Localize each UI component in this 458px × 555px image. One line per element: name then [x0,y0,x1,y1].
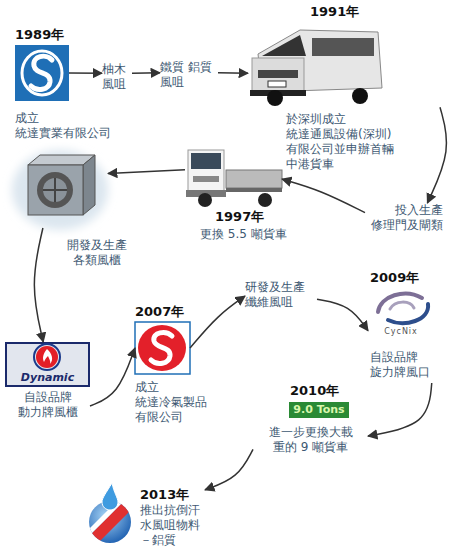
company-logo-red [135,322,190,374]
van-illustration [258,70,298,78]
year-heading: 2009年 [370,270,440,286]
fan-cabinet-illustration [83,155,95,215]
cycnix-brand-logo [388,304,428,323]
van-illustration [312,38,374,56]
step: 鐵質 鋁質 風咀 [160,60,218,92]
cycnix-brand-logo [378,294,428,324]
dynamic-brand-logo [36,346,58,368]
milestone: 1989年成立 統達實業有限公司 [15,45,69,101]
milestone: 2010年進一步更換大載 重的 9 噸貨車 [253,383,368,461]
brand-wordmark: CycNix [370,327,432,337]
dynamic-brand-logo [6,343,89,386]
flow-arrow [427,107,446,203]
fan-cabinet-illustration [43,178,67,202]
van-illustration [252,58,304,92]
flow-arrow [90,348,135,406]
milestone: 2013年推出抗倒汗 水風咀物料 －鋁質 [85,483,205,551]
step-text: 推出抗倒汗 水風咀物料 －鋁質 [140,503,208,548]
flow-arrow [190,296,245,348]
cycnix-brand-logo [378,294,422,312]
year-heading: 2010年 [290,383,350,399]
flow-arrow [108,170,185,174]
step-text: 柚木 風咀 [102,62,132,92]
year-heading: 2013年 [140,487,200,503]
step-text: 開發及生產 各類風櫃 [60,238,134,268]
flow-arrow [317,299,368,331]
step-text: 成立 統達冷氣製品 有限公司 [135,380,225,425]
step-text: 自設品牌 旋力牌風口 [370,350,442,380]
milestone: 1997年更換 5.5 噸貨車 [185,145,282,207]
flow-arrow [69,72,102,74]
year-heading: 1991年 [310,4,380,20]
company-logo-blue [15,45,69,101]
truck-illustration [188,150,224,194]
year-heading: 1989年 [15,27,85,43]
company-logo-red [135,322,190,374]
year-heading: 1997年 [215,209,275,225]
brand-wordmark: Dynamic [10,371,85,384]
fan-cabinet-illustration [37,172,73,208]
van-illustration [267,90,283,106]
flow-arrow [205,449,253,490]
milestone: 1991年於深圳成立 統達通風設備(深圳) 有限公司並申辦首輛 中港貨車 [248,22,440,177]
van-illustration [250,30,382,106]
dynamic-brand-logo [43,349,52,364]
truck-illustration [198,193,212,207]
step: 開發及生產 各類風櫃 [15,150,108,228]
tonnage-badge: 9.0 Tons [289,402,349,418]
fan-cabinet-illustration [28,165,83,215]
year-heading: 2007年 [135,304,205,320]
van-illustration [262,35,306,56]
globe-logo [85,483,134,548]
truck-illustration [191,153,221,169]
flow-arrow [34,228,43,342]
flow-arrow [132,72,160,74]
step-text: 進一步更換大載 重的 9 噸貨車 [258,425,363,455]
flow-arrow [282,179,365,213]
step: 投入生產 修理門及閘類 [365,203,443,235]
step-text: 成立 統達實業有限公司 [15,111,125,141]
van-illustration [352,88,368,104]
fan-cabinet-illustration [12,150,108,230]
globe-logo [102,483,118,510]
fan-cabinet-illustration [12,150,108,230]
fan-cabinet-illustration [43,178,67,202]
step-text: 更換 5.5 噸貨車 [200,227,310,242]
step-text: 投入生產 修理門及閘類 [365,203,443,233]
company-logo-red [138,325,186,371]
truck-illustration [226,170,282,188]
company-logo-blue [22,51,62,95]
truck-illustration [193,176,219,182]
truck-illustration [258,193,272,207]
flow-arrow [218,72,248,74]
step: 研發及生產 纖維風咀 [245,280,317,312]
company-logo-blue [15,45,69,101]
step-text: 於深圳成立 統達通風設備(深圳) 有限公司並申辦首輛 中港貨車 [286,112,404,172]
dynamic-brand-logo [6,343,89,386]
step-text: 研發及生產 纖維風咀 [245,280,317,310]
van-illustration [268,81,286,87]
company-logo-blue [31,56,52,89]
milestone: 2007年成立 統達冷氣製品 有限公司 [135,322,190,374]
step-text: 鐵質 鋁質 風咀 [160,60,218,90]
company-logo-red [151,333,172,364]
cycnix-brand-logo [390,302,414,309]
step: 柚木 風咀 [102,62,132,94]
step-text: 自設品牌 動力牌風櫃 [10,390,85,420]
flow-arrow [368,383,432,436]
dynamic-brand-logo [34,344,60,370]
truck-illustration [226,188,282,192]
truck-illustration [186,150,282,207]
